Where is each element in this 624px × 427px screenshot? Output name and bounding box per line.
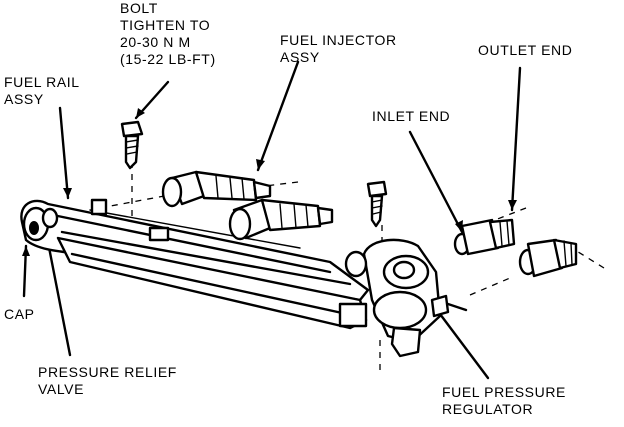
fuel-rail-assy [20,198,370,330]
label-pressure-relief-line-2: VALVE [38,381,85,397]
label-bolt-line-2: TIGHTEN TO [120,17,211,33]
inlet-end-fitting [453,218,516,256]
label-fuel-pressure-regulator-line-2: REGULATOR [442,401,534,417]
label-fuel-rail: FUEL RAIL ASSY [4,74,80,108]
label-fuel-rail-line-1: FUEL RAIL [4,74,80,90]
label-bolt-line-4: (15-22 LB-FT) [120,51,216,67]
label-pressure-relief-line-1: PRESSURE RELIEF [38,364,177,380]
label-bolt: BOLT TIGHTEN TO 20-30 N m (15-22 LB-FT) [120,0,216,68]
fuel-pressure-regulator-part [344,238,468,358]
pressure-relief-valve-part [41,207,59,229]
label-inlet-end: INLET END [372,108,450,125]
label-cap-line-1: CAP [4,306,35,322]
label-inlet-end-line-1: INLET END [372,108,451,124]
label-outlet-end: OUTLET END [478,42,572,59]
bolt-part-right [366,180,388,228]
fuel-injector-lower [228,198,334,241]
outlet-end-fitting [518,238,578,278]
label-fuel-injector-line-1: FUEL INJECTOR [280,32,397,48]
label-pressure-relief-valve: PRESSURE RELIEF VALVE [38,364,177,398]
label-fuel-rail-line-2: ASSY [4,91,44,107]
fuel-injector-upper [161,170,272,208]
label-fuel-injector-line-2: ASSY [280,49,320,65]
label-fuel-pressure-regulator-line-1: FUEL PRESSURE [442,384,566,400]
label-outlet-end-line-1: OUTLET END [478,42,573,58]
bolt-part [120,120,144,170]
label-fuel-injector: FUEL INJECTOR ASSY [280,32,397,66]
label-cap: CAP [4,306,35,323]
label-fuel-pressure-regulator: FUEL PRESSURE REGULATOR [442,384,566,418]
label-bolt-line-1: BOLT [120,0,158,16]
label-bolt-line-3: 20-30 N m [120,34,191,50]
